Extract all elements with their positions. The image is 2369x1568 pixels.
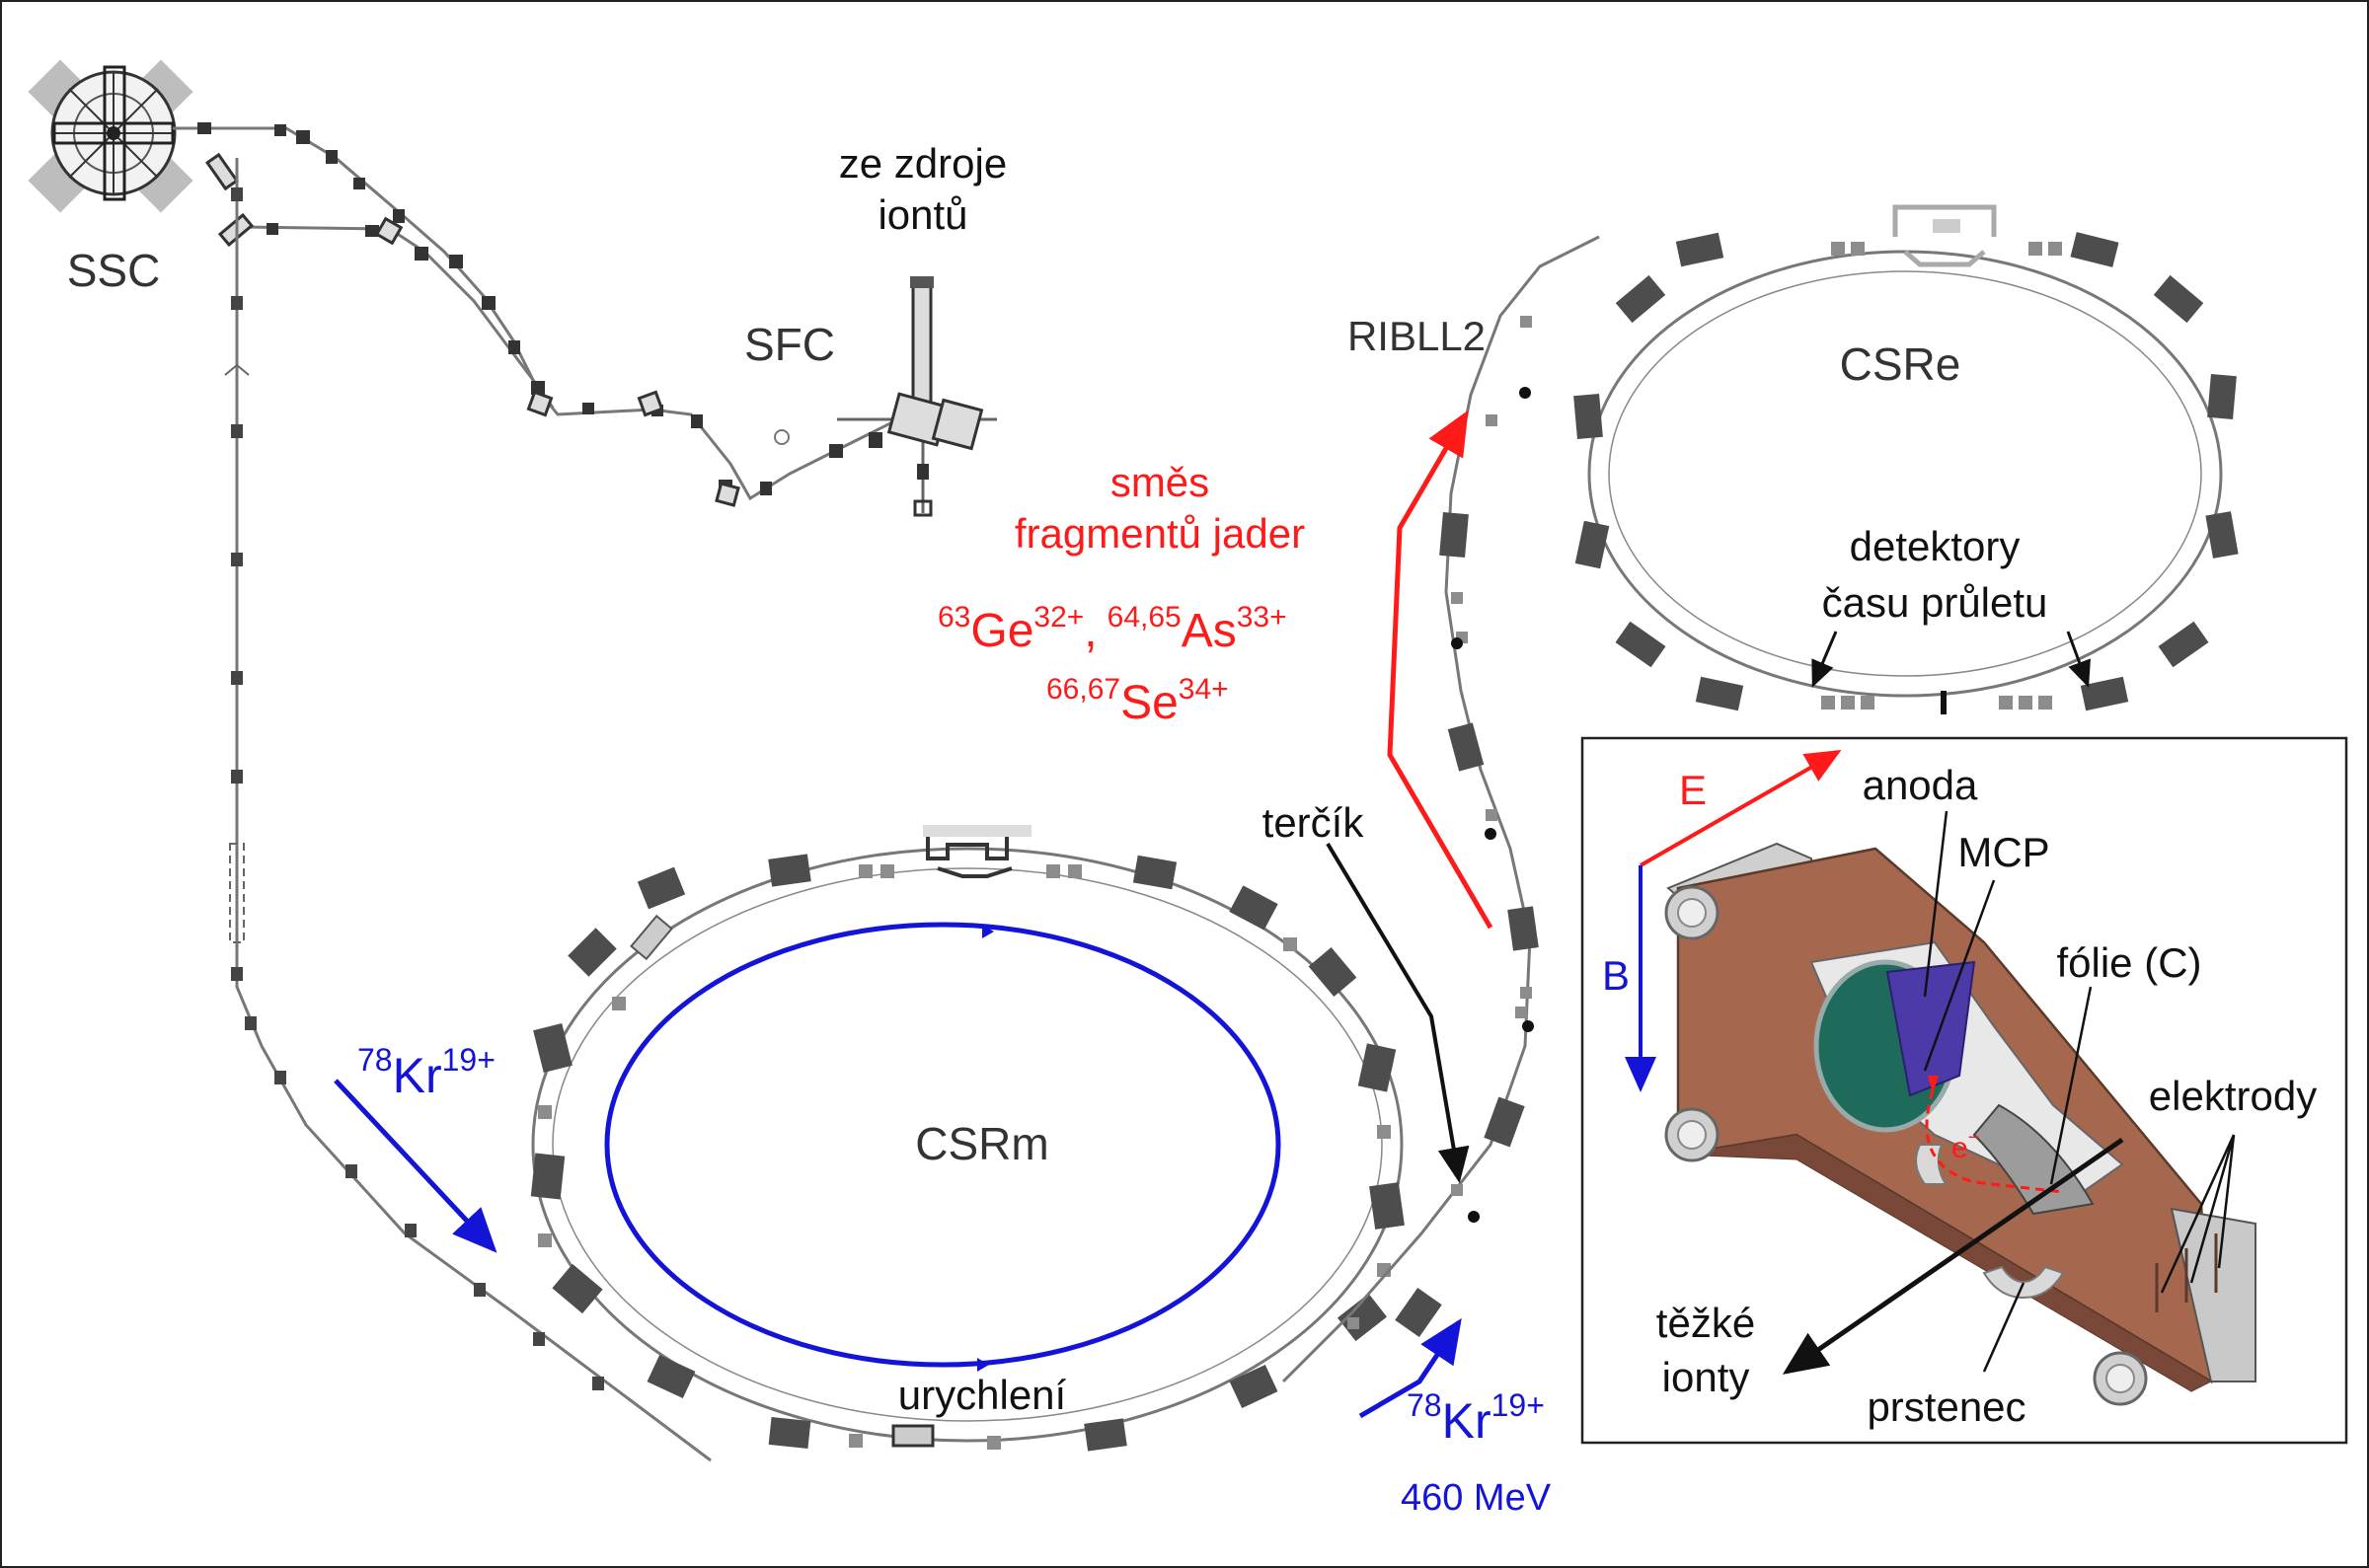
beamline-ssc-sfc (173, 126, 909, 501)
fragments-se: 66,67Se34+ (1046, 673, 1229, 729)
anode-label: anoda (1863, 762, 1978, 808)
acceleration-orbit (604, 922, 1281, 1368)
ion-source-label-2: iontů (878, 191, 967, 238)
injection-line (224, 158, 712, 1462)
foil-label: fólie (C) (2056, 939, 2201, 986)
csrm-electron-cooler (923, 825, 1032, 878)
acceleration-label: urychlení (898, 1372, 1067, 1418)
beamline-elements-ssc-sfc (197, 122, 843, 495)
detector-arrow-right (2066, 631, 2091, 688)
tof-detector-inset (1580, 736, 2348, 1445)
orbit-arrow-bottom (977, 1358, 989, 1372)
csre-label: CSRe (1840, 338, 1961, 390)
ribll2-label: RIBLL2 (1347, 313, 1486, 359)
fragments-line-2: fragmentů jader (1015, 510, 1305, 557)
electron-path (1925, 1089, 2064, 1194)
csrm-label: CSRm (915, 1118, 1048, 1169)
fragments-ge-as: 63Ge32+,64,65As33+ (938, 601, 1287, 657)
injection-beam-label: 78Kr19+ (357, 1042, 496, 1103)
detector-body (1664, 842, 2256, 1406)
b-field-label: B (1602, 952, 1630, 999)
tof-label-2: času průletu (1822, 579, 2048, 626)
heavy-ions-label-1: těžké (1656, 1300, 1755, 1346)
injection-arrow (334, 1079, 497, 1253)
target-arrow (1326, 842, 1470, 1183)
ribll2-beamline (1281, 235, 1600, 1383)
electron-arrow-head (1928, 1076, 1939, 1093)
electrodes-label: elektrody (2149, 1073, 2317, 1119)
csre-electron-cooler (1892, 204, 1997, 267)
extraction-beam-label: 78Kr19+ (1407, 1387, 1545, 1449)
ssc-cyclotron (28, 59, 193, 213)
heavy-ion-arrow (1782, 1137, 2124, 1375)
heavy-ions-label-2: ionty (1662, 1354, 1750, 1400)
tof-label-1: detektory (1850, 523, 2021, 569)
mcp-label: MCP (1957, 829, 2049, 875)
ring-label: prstenec (1867, 1383, 2025, 1430)
ion-source-label-1: ze zdroje (839, 140, 1007, 187)
extraction-energy-label: 460 MeV (1401, 1477, 1552, 1519)
csre-ring-lattice (1573, 204, 2239, 714)
fragment-arrow (1387, 410, 1493, 930)
e-field-arrow (1640, 750, 1842, 867)
extraction-arrow (1358, 1317, 1462, 1419)
fragments-line-1: směs (1110, 459, 1209, 505)
sfc-label: SFC (744, 319, 835, 370)
orbit-arrow-top (982, 925, 994, 938)
sfc-cyclotron (774, 276, 997, 517)
labels: SSC SFC ze zdroje iontů RIBLL2 CSRe CSRm… (67, 140, 2318, 1519)
ssc-label: SSC (67, 245, 161, 296)
beamline-dipoles-ssc (204, 152, 740, 507)
target-label: terčík (1262, 799, 1365, 846)
inset-pointer-lines (1923, 810, 2236, 1373)
electron-label: e− (1951, 1127, 1979, 1164)
detector-arrow-left (1811, 631, 1838, 688)
e-field-label: E (1679, 767, 1707, 813)
csrm-ring-lattice (530, 825, 1405, 1452)
